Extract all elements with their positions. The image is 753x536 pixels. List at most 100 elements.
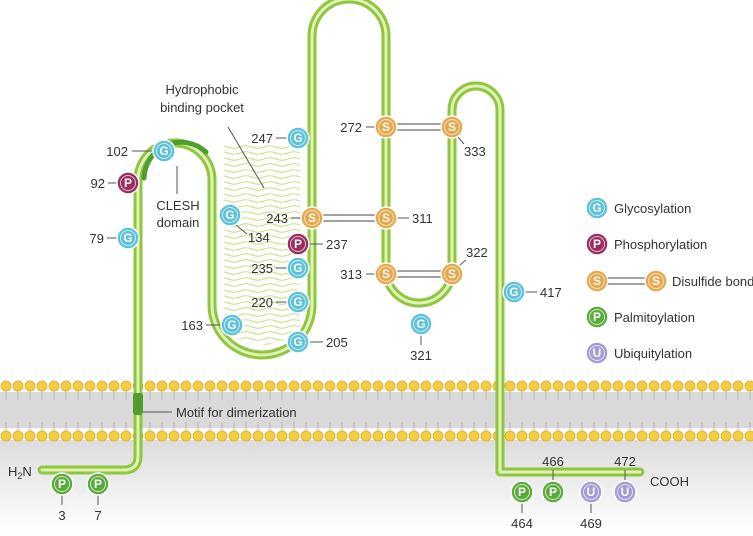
site-number-label: 311 bbox=[412, 211, 433, 226]
palmitoylation-site: P7 bbox=[86, 472, 110, 523]
marker-ring bbox=[589, 273, 605, 289]
lipid-head bbox=[372, 430, 384, 442]
glycosylation-glyph: G bbox=[225, 208, 234, 222]
lipid-head bbox=[120, 430, 132, 442]
lipid-head bbox=[0, 430, 12, 442]
marker-ring bbox=[545, 484, 561, 500]
lipid-head bbox=[432, 430, 444, 442]
disulfide-legend-glyph-2: S bbox=[652, 274, 660, 288]
marker-ring bbox=[589, 200, 605, 216]
lipid-head bbox=[216, 380, 228, 392]
lipid-head bbox=[720, 380, 732, 392]
lipid-head bbox=[144, 430, 156, 442]
lipid-head bbox=[408, 430, 420, 442]
lipid-head bbox=[12, 430, 24, 442]
glycosylation-glyph: G bbox=[293, 261, 302, 275]
glycosylation-legend-glyph: G bbox=[592, 201, 601, 215]
palmitoylation-legend-glyph: P bbox=[593, 310, 601, 324]
glycosylation-site: G 134 bbox=[218, 203, 270, 245]
lipid-head bbox=[636, 380, 648, 392]
site-number-label: 243 bbox=[266, 211, 288, 226]
n-terminus-n: N bbox=[22, 464, 31, 479]
dimerization-motif-segment bbox=[133, 393, 143, 415]
site-number-label: 235 bbox=[251, 261, 273, 276]
lipid-head bbox=[708, 380, 720, 392]
lipid-head bbox=[204, 380, 216, 392]
lipid-head bbox=[120, 380, 132, 392]
lipid-head bbox=[240, 380, 252, 392]
lipid-head bbox=[744, 430, 753, 442]
lipid-head bbox=[600, 380, 612, 392]
lipid-head bbox=[240, 430, 252, 442]
lipid-head bbox=[60, 380, 72, 392]
glycosylation-glyph: G bbox=[227, 318, 236, 332]
ubiquitylation-glyph: U bbox=[587, 485, 596, 499]
lipid-head bbox=[576, 430, 588, 442]
lipid-head bbox=[444, 380, 456, 392]
lipid-head bbox=[48, 380, 60, 392]
lipid-head bbox=[180, 430, 192, 442]
clesh-label-line2: domain bbox=[157, 215, 200, 230]
dimerization-label: Motif for dimerization bbox=[176, 405, 297, 420]
lipid-head bbox=[468, 380, 480, 392]
annotation-clesh-domain: CLESH domain bbox=[156, 166, 200, 230]
marker-ring bbox=[589, 309, 605, 325]
marker-ring bbox=[120, 175, 136, 191]
lipid-head bbox=[684, 430, 696, 442]
lipid-head bbox=[648, 430, 660, 442]
site-number-label: 134 bbox=[248, 230, 270, 245]
marker-ring bbox=[290, 130, 306, 146]
marker-ring bbox=[506, 284, 522, 300]
lipid-head bbox=[252, 380, 264, 392]
lipid-head bbox=[624, 430, 636, 442]
lipid-head bbox=[612, 430, 624, 442]
marker-ring bbox=[290, 294, 306, 310]
legend-label: Glycosylation bbox=[614, 201, 691, 216]
legend-item-glycosylation: G Glycosylation bbox=[585, 196, 691, 220]
site-number-label: 237 bbox=[326, 237, 348, 252]
site-number-label: 205 bbox=[326, 335, 348, 350]
lipid-head bbox=[348, 380, 360, 392]
lipid-head bbox=[0, 380, 12, 392]
site-number-label: 333 bbox=[464, 144, 486, 159]
lipid-head bbox=[600, 430, 612, 442]
lipid-head bbox=[156, 380, 168, 392]
marker-ring bbox=[222, 207, 238, 223]
marker-ring bbox=[290, 334, 306, 350]
lipid-head bbox=[336, 380, 348, 392]
site-number-label: 163 bbox=[181, 318, 203, 333]
lipid-head bbox=[576, 380, 588, 392]
site-number-label: 469 bbox=[580, 516, 602, 531]
lipid-head bbox=[84, 430, 96, 442]
lipid-head bbox=[528, 380, 540, 392]
marker-ring bbox=[514, 484, 530, 500]
lipid-head bbox=[408, 380, 420, 392]
lipid-head bbox=[288, 380, 300, 392]
marker-ring bbox=[413, 316, 429, 332]
cell-membrane bbox=[0, 380, 753, 442]
marker-ring bbox=[54, 476, 70, 492]
lipid-head bbox=[444, 430, 456, 442]
glycosylation-glyph: G bbox=[293, 295, 302, 309]
lipid-head bbox=[60, 430, 72, 442]
lipid-head bbox=[288, 430, 300, 442]
marker-ring bbox=[648, 273, 664, 289]
lipid-head bbox=[420, 380, 432, 392]
glycosylation-site: G 235 bbox=[251, 256, 310, 280]
pocket-leader-line bbox=[227, 126, 265, 189]
site-number-label: 417 bbox=[540, 285, 562, 300]
marker-ring bbox=[378, 210, 394, 226]
